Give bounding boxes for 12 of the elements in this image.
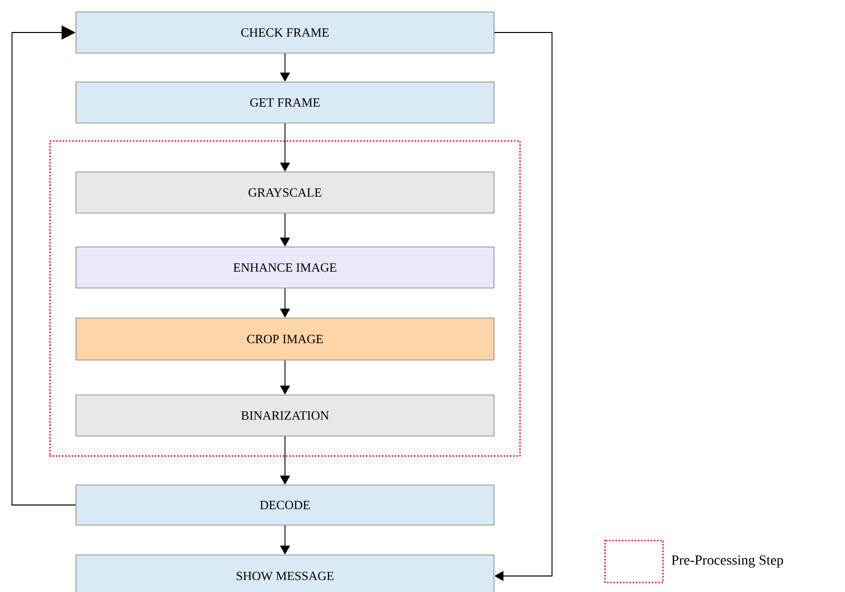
process-box: CHECK FRAME (76, 12, 494, 54)
process-box: SHOW MESSAGE (76, 554, 494, 592)
arrow (494, 32, 552, 582)
process-box: DECODE (76, 484, 494, 526)
process-box: CROP IMAGE (76, 318, 494, 360)
process-box: BINARIZATION (76, 394, 494, 436)
process-box: ENHANCE IMAGE (76, 246, 494, 288)
process-box: GET FRAME (76, 82, 494, 124)
arrow (12, 25, 76, 506)
legend-text: Pre-Processing Step (672, 555, 784, 568)
group-frame (49, 140, 521, 457)
process-box: GRAYSCALE (76, 172, 494, 214)
